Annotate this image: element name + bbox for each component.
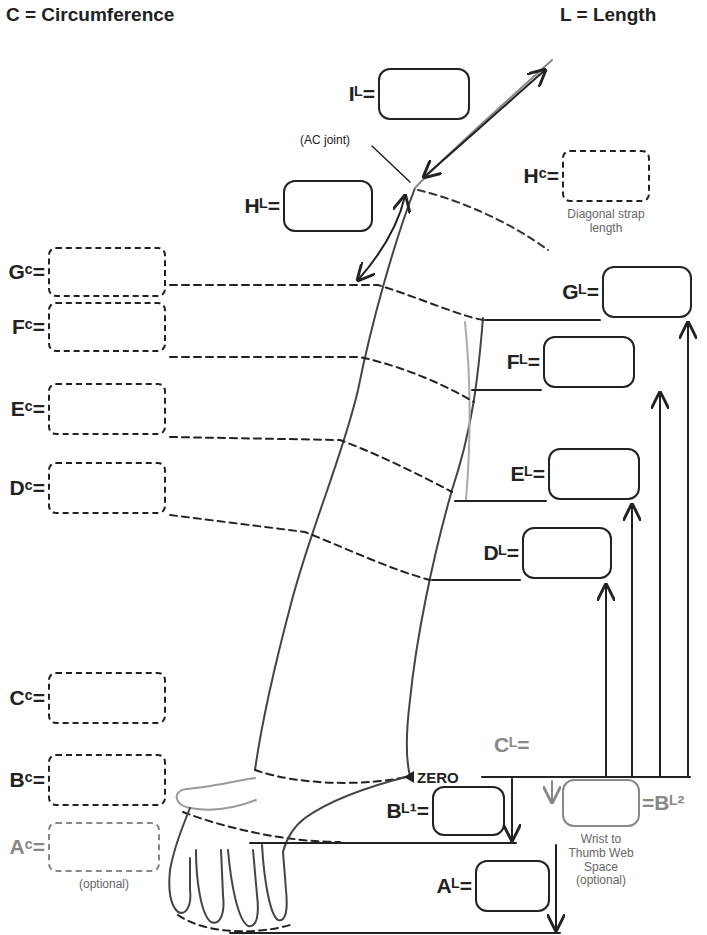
measure-label: Iᴸ=	[349, 82, 375, 106]
zero-line	[482, 776, 690, 778]
length-arrow	[511, 779, 513, 840]
length-box: Iᴸ=	[378, 68, 470, 120]
measure-label: Hᴸ=	[244, 194, 280, 218]
length-box: Dᴸ=	[522, 527, 612, 579]
length-box: Bᴸ¹=	[432, 786, 505, 836]
circumference-line	[170, 515, 430, 580]
reference-line	[455, 500, 546, 502]
measure-label: Dᶜ=	[10, 476, 45, 500]
circumference-box: Fᶜ=	[48, 302, 166, 352]
circumference-box: Gᶜ=	[48, 247, 166, 297]
circumference-box: Bᶜ=	[48, 754, 166, 806]
length-arrow	[605, 585, 607, 777]
reference-line	[485, 319, 600, 321]
leader-line	[372, 146, 410, 182]
legend-heading: C = Circumference	[6, 4, 174, 26]
length-arrow	[555, 845, 557, 930]
measure-label: Aᶜ=	[10, 835, 45, 859]
measure-label: Bᴸ¹=	[386, 799, 429, 823]
reference-line	[250, 842, 516, 844]
length-box: Eᴸ=	[548, 448, 640, 500]
measure-label: =Bᴸ²	[642, 791, 685, 815]
measure-label: Cᶜ=	[10, 686, 45, 710]
measure-label: Gᴸ=	[562, 280, 599, 304]
reference-line	[472, 389, 541, 391]
circumference-box: Hᶜ=Diagonal strap length	[562, 150, 650, 202]
length-arrow	[631, 505, 633, 777]
circumference-box: Eᶜ=	[48, 383, 166, 435]
circumference-box: Dᶜ=	[48, 462, 166, 514]
circumference-box: Cᶜ=	[48, 672, 166, 724]
measure-label: Aᴸ=	[436, 874, 472, 898]
length-box: Hᴸ=	[283, 180, 373, 232]
finger	[262, 845, 287, 920]
note-text: (optional)	[52, 878, 156, 892]
shoulder-dashed	[418, 190, 548, 250]
length-arrow	[659, 393, 661, 777]
legend-heading: L = Length	[560, 4, 656, 26]
length-arrow	[551, 781, 553, 802]
zero-label: ZERO	[417, 769, 459, 786]
finger	[169, 858, 190, 913]
hand-outline	[170, 808, 190, 870]
length-box: Fᴸ=	[543, 336, 635, 388]
measure-label: Eᶜ=	[11, 397, 45, 421]
zero-marker	[404, 771, 414, 783]
note-text: Wrist to Thumb Web Space (optional)	[566, 833, 636, 888]
measure-label: Fᴸ=	[507, 350, 540, 374]
measure-label: Gᶜ=	[8, 260, 45, 284]
reference-line	[432, 579, 520, 581]
measure-label: Bᶜ=	[10, 768, 45, 792]
arm-inner-line	[465, 322, 470, 500]
reference-line	[230, 932, 560, 934]
circumference-line	[178, 915, 290, 931]
circumference-line	[255, 770, 410, 783]
measure-label: Hᶜ=	[524, 164, 559, 188]
length-box: Aᴸ=	[475, 860, 550, 912]
length-box: =Bᴸ²Wrist to Thumb Web Space (optional)	[562, 779, 640, 827]
circumference-box: Aᶜ=(optional)	[48, 822, 160, 872]
length-box: Gᴸ=	[602, 266, 692, 318]
length-arrow	[687, 323, 689, 777]
measure-label: Eᴸ=	[511, 462, 545, 486]
circumference-line	[170, 285, 483, 320]
measure-label: Dᴸ=	[483, 541, 519, 565]
circumference-line	[170, 437, 452, 492]
landmark-label: (AC joint)	[300, 133, 350, 147]
measure-label: Fᶜ=	[12, 315, 45, 339]
note-text: Diagonal strap length	[566, 208, 646, 236]
finger	[228, 850, 258, 926]
circumference-line	[183, 812, 340, 842]
arm-outline	[255, 188, 415, 770]
circumference-line	[170, 357, 474, 402]
finger	[196, 850, 224, 923]
measure-label: Cᴸ=	[494, 733, 530, 757]
thumb	[177, 778, 256, 810]
